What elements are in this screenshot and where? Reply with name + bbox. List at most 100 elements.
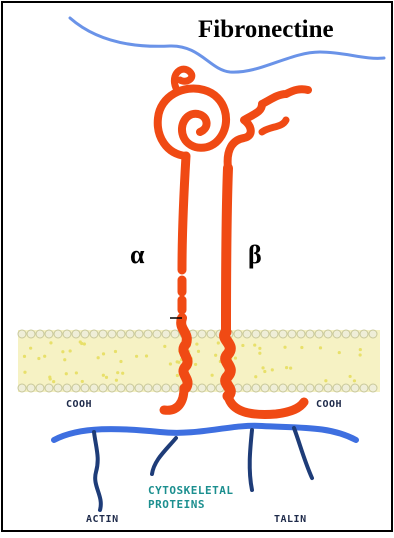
lipid-head: [171, 330, 179, 338]
lipid-speckle: [217, 341, 220, 344]
lipid-head: [297, 330, 305, 338]
lipid-head: [279, 330, 287, 338]
lipid-head: [126, 330, 134, 338]
lipid-head: [135, 384, 143, 392]
lipid-head: [297, 384, 305, 392]
lipid-speckle: [135, 355, 138, 358]
lipid-head: [117, 330, 125, 338]
lipid-speckle: [211, 374, 214, 377]
lipid-speckle: [121, 372, 124, 375]
lipid-head: [369, 330, 377, 338]
lipid-speckle: [254, 375, 257, 378]
lipid-head: [288, 384, 296, 392]
lipid-speckle: [300, 346, 303, 349]
lipid-head: [252, 330, 260, 338]
lipid-speckle: [163, 345, 166, 348]
alpha-transmembrane-coil: [181, 318, 187, 388]
cytoskeletal-line-1: CYTOSKELETAL: [148, 484, 233, 498]
lipid-head: [207, 330, 215, 338]
lipid-head: [45, 384, 53, 392]
lipid-head: [306, 330, 314, 338]
lipid-speckle: [234, 356, 237, 359]
lipid-head: [270, 384, 278, 392]
lipid-head: [18, 330, 26, 338]
lipid-head: [342, 330, 350, 338]
lipid-head: [288, 330, 296, 338]
lipid-head: [171, 384, 179, 392]
lipid-head: [90, 330, 98, 338]
lipid-head: [243, 330, 251, 338]
lipid-speckle: [75, 371, 78, 374]
lipid-head: [54, 384, 62, 392]
lipid-head: [261, 384, 269, 392]
actin-label: ACTIN: [86, 514, 119, 525]
figure-frame: [2, 2, 392, 531]
lipid-speckle: [43, 355, 46, 358]
lipid-head: [72, 330, 80, 338]
lipid-speckle: [37, 357, 40, 360]
lipid-head: [36, 330, 44, 338]
lipid-speckle: [289, 367, 292, 370]
lipid-speckle: [145, 354, 148, 357]
lipid-head: [252, 384, 260, 392]
lipid-speckle: [79, 340, 82, 343]
lipid-speckle: [359, 348, 362, 351]
lipid-speckle: [49, 377, 52, 380]
lipid-speckle: [83, 342, 86, 345]
lipid-head: [18, 384, 26, 392]
lipid-head: [99, 330, 107, 338]
lipid-head: [162, 330, 170, 338]
lipid-speckle: [271, 368, 274, 371]
lipid-head: [144, 330, 152, 338]
cooh-left-label: COOH: [66, 399, 92, 410]
lipid-speckle: [65, 372, 68, 375]
lipid-speckle: [324, 379, 327, 382]
beta-transmembrane-coil: [225, 332, 231, 396]
lipid-head: [207, 384, 215, 392]
lipid-head: [315, 384, 323, 392]
lipid-head: [54, 330, 62, 338]
lipid-speckle: [69, 349, 72, 352]
lipid-speckle: [105, 376, 108, 379]
lipid-head: [90, 384, 98, 392]
lipid-head: [153, 330, 161, 338]
lipid-head: [117, 384, 125, 392]
lipid-speckle: [52, 380, 55, 383]
lipid-speckle: [349, 375, 352, 378]
lipid-speckle: [176, 374, 179, 377]
lipid-speckle: [49, 341, 52, 344]
cooh-right-label: COOH: [316, 399, 342, 410]
lipid-head: [261, 330, 269, 338]
lipid-head: [279, 384, 287, 392]
lipid-speckle: [63, 358, 66, 361]
lipid-head: [234, 330, 242, 338]
lipid-head: [198, 384, 206, 392]
lipid-speckle: [214, 354, 217, 357]
lipid-head: [306, 384, 314, 392]
lipid-head: [27, 330, 35, 338]
cytoskeletal-proteins-label: CYTOSKELETAL PROTEINS: [148, 484, 233, 512]
lipid-speckle: [258, 347, 261, 350]
lipid-head: [324, 384, 332, 392]
lipid-head: [351, 330, 359, 338]
lipid-speckle: [241, 344, 244, 347]
lipid-head: [63, 330, 71, 338]
lipid-head: [342, 384, 350, 392]
lipid-speckle: [23, 371, 26, 374]
lipid-head: [324, 330, 332, 338]
lipid-speckle: [353, 379, 356, 382]
lipid-head: [198, 330, 206, 338]
lipid-speckle: [116, 371, 119, 374]
lipid-head: [351, 384, 359, 392]
lipid-head: [333, 384, 341, 392]
lipid-speckle: [81, 380, 84, 383]
lipid-head: [81, 384, 89, 392]
lipid-head: [81, 330, 89, 338]
cytoskeletal-line-2: PROTEINS: [148, 498, 233, 512]
lipid-head: [270, 330, 278, 338]
lipid-speckle: [197, 350, 200, 353]
lipid-head: [126, 384, 134, 392]
beta-label: β: [248, 240, 262, 270]
